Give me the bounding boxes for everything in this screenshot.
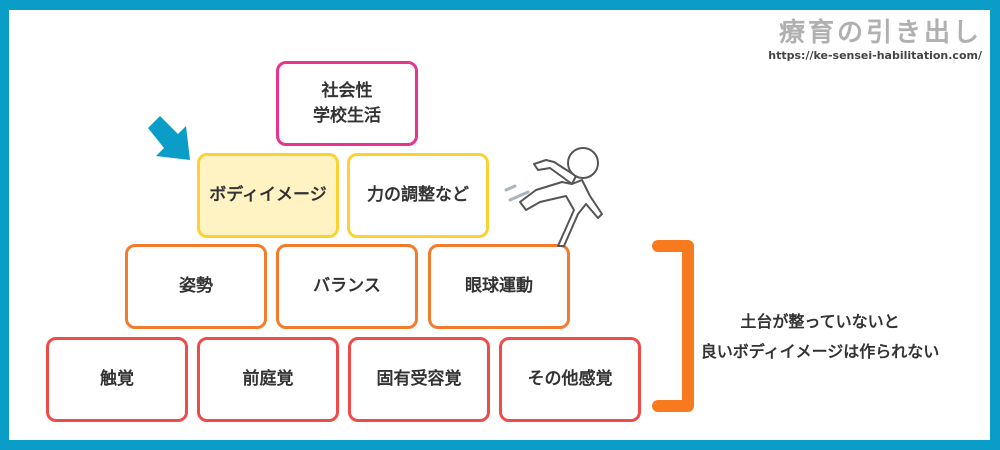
note-line-1: 土台が整っていないと [740, 312, 900, 331]
box-balance: バランス [276, 244, 418, 329]
box-force-control: 力の調整など [347, 153, 489, 238]
site-logo: 療育の引き出し https://ke-sensei-habilitation.c… [768, 12, 982, 62]
box-body-image: ボディイメージ [197, 153, 339, 238]
note-line-2: 良いボディイメージは作られない [700, 342, 940, 361]
bracket-icon [652, 240, 694, 412]
logo-url: https://ke-sensei-habilitation.com/ [768, 49, 982, 62]
box-posture: 姿勢 [125, 244, 267, 329]
box-other-senses: その他感覚 [499, 337, 641, 422]
box-social: 社会性 学校生活 [276, 61, 418, 146]
box-proprioception: 固有受容覚 [348, 337, 490, 422]
foundation-note: 土台が整っていないと 良いボディイメージは作られない [700, 307, 940, 367]
arrow-icon [148, 116, 190, 160]
falling-person-icon [504, 147, 603, 247]
box-eye-movement: 眼球運動 [428, 244, 570, 329]
box-touch: 触覚 [46, 337, 188, 422]
logo-title: 療育の引き出し [778, 18, 982, 48]
box-vestibular: 前庭覚 [197, 337, 339, 422]
